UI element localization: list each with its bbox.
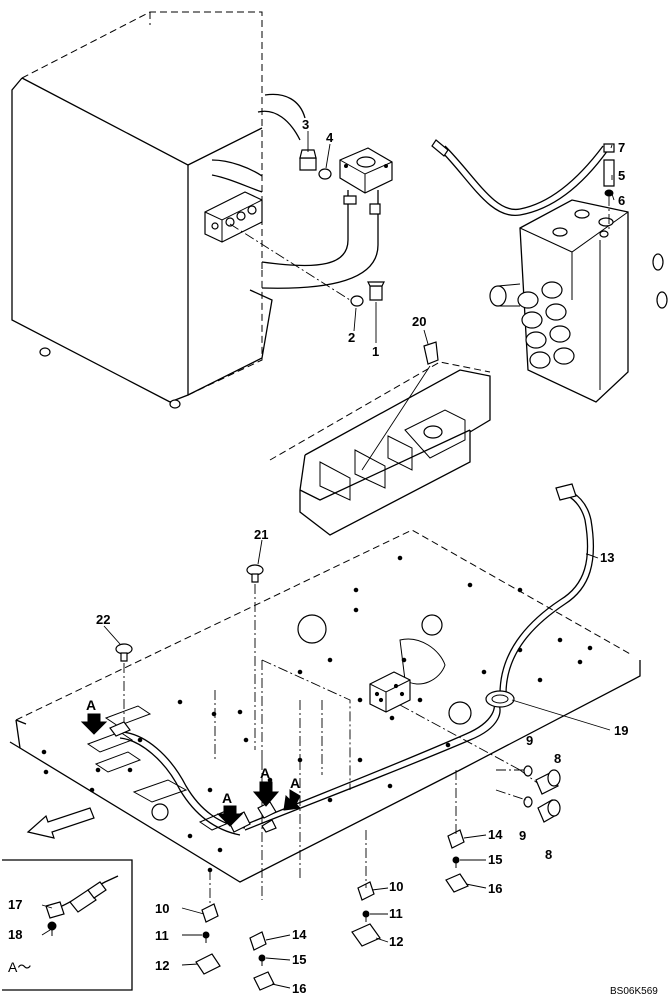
callout-15-right: 15 — [488, 852, 502, 867]
callout-11-left: 11 — [155, 928, 169, 943]
floor-plate — [9, 529, 641, 883]
harness-part-13 — [485, 483, 595, 708]
callout-9-lower: 9 — [519, 828, 526, 843]
bolt-part-22 — [115, 643, 133, 662]
callout-1: 1 — [372, 344, 379, 359]
callout-10-right: 10 — [389, 879, 403, 894]
callout-labels: 1 2 3 4 5 6 7 8 8 9 9 10 10 11 11 12 12 … — [8, 117, 628, 996]
callout-11-right: 11 — [389, 906, 403, 921]
callout-6: 6 — [618, 193, 625, 208]
callout-3: 3 — [302, 117, 309, 132]
control-valve — [489, 199, 668, 403]
callout-21: 21 — [254, 527, 268, 542]
view-letter-a-4: A — [222, 790, 232, 806]
callout-5: 5 — [618, 168, 625, 183]
clamp-group-right — [351, 829, 469, 947]
callout-8-lower: 8 — [545, 847, 552, 862]
sensor-block — [369, 671, 541, 786]
wire-harness — [109, 697, 501, 836]
leader-lines — [41, 131, 615, 989]
callout-19: 19 — [614, 723, 628, 738]
callout-22: 22 — [96, 612, 110, 627]
view-letters: A A A A — [86, 697, 300, 806]
pressure-line-assembly — [431, 139, 615, 232]
callout-8-upper: 8 — [554, 751, 561, 766]
callout-10-left: 10 — [155, 901, 169, 916]
view-a-arrow-icon — [80, 713, 302, 827]
o-ring-part-2 — [350, 295, 364, 307]
bolt-part-21 — [246, 564, 264, 583]
front-direction-arrow-icon — [26, 807, 95, 839]
callout-17: 17 — [8, 897, 22, 912]
suction-pipe — [261, 147, 393, 289]
inset-caption: A～ — [8, 959, 31, 975]
callout-14-right: 14 — [488, 827, 503, 842]
view-letter-a-3: A — [290, 775, 300, 791]
callout-13: 13 — [600, 550, 614, 565]
switch-part-8 — [535, 769, 561, 823]
view-letter-a-2: A — [260, 765, 270, 781]
callout-20: 20 — [412, 314, 426, 329]
o-ring-part-4 — [318, 168, 332, 180]
console-frame — [269, 341, 491, 536]
callout-12-left: 12 — [155, 958, 169, 973]
drawing-code: BS06K569 — [610, 986, 658, 997]
callout-18: 18 — [8, 927, 22, 942]
callout-16-right: 16 — [488, 881, 502, 896]
inset-view-a — [2, 859, 133, 991]
callout-2: 2 — [348, 330, 355, 345]
hydraulic-tank — [11, 11, 306, 409]
callout-14-left: 14 — [292, 927, 307, 942]
clamp-group-left — [195, 903, 275, 991]
o-ring-part-9 — [523, 765, 533, 777]
o-ring-part-9b — [523, 796, 533, 808]
view-letter-a-1: A — [86, 697, 96, 713]
callout-12-right: 12 — [389, 934, 403, 949]
callout-15-left: 15 — [292, 952, 306, 967]
callout-4: 4 — [326, 130, 334, 145]
plug-part-3 — [299, 149, 317, 171]
callout-9-upper: 9 — [526, 733, 533, 748]
callout-16-left: 16 — [292, 981, 306, 996]
callout-7: 7 — [618, 140, 625, 155]
plug-part-1 — [367, 281, 385, 301]
